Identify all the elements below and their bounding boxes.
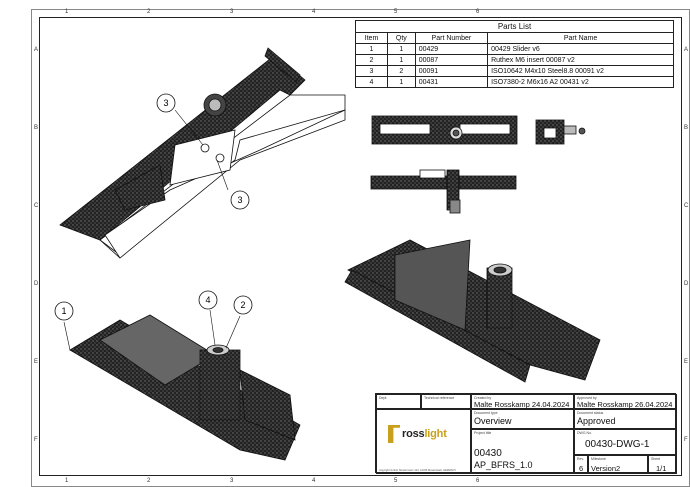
dwg-no-cell: DWG No. 00430-DWG-1 [574,429,677,455]
copyright-text: copyright GmbH, Mustermann 123, 12345 Mu… [379,469,457,472]
zone-right-a: A [684,47,689,53]
cell-part-name: ISO7380-2 M6x16 A2 00431 v2 [487,76,674,88]
doc-status-label: Document status [577,411,604,415]
dwg-no-label: DWG No. [577,431,592,435]
balloon-2-leader [225,315,241,349]
zone-top-2: 2 [147,9,151,15]
doc-type-cell: Document type Overview [471,409,574,429]
rev-label: Rev. [577,457,584,461]
front-view [370,169,517,214]
sheet-value: 1/1 [656,464,667,473]
title-block: Dept. Technical reference Created by Mal… [375,393,677,474]
zone-bottom-4: 4 [312,478,316,484]
doc-type-value: Overview [474,416,512,426]
company-logo: rosslight [388,425,447,443]
iso-view-top-left [59,47,346,259]
zone-bottom-3: 3 [230,478,234,484]
doc-status-cell: Document status Approved [574,409,677,429]
dept-cell: Dept. [376,394,421,409]
zone-top-5: 5 [394,9,398,15]
milestone-label: Milestone [591,457,606,461]
approved-by-label: Approved by [577,396,597,400]
dept-label: Dept. [379,396,388,400]
approved-by-value: Malte Rosskamp 26.04.2024 [577,400,673,409]
zone-left-c: C [34,203,39,209]
balloon-3b-leader [216,159,229,191]
dwg-no-value: 00430-DWG-1 [585,439,650,450]
created-by-value: Malte Rosskamp 24.04.2024 [474,400,570,409]
balloon-1-leader [63,321,71,351]
sheet-cell: Sheet 1/1 [648,455,677,474]
doc-status-value: Approved [577,416,616,426]
created-by-cell: Created by Malte Rosskamp 24.04.2024 [471,394,574,409]
parts-list-table: Parts List Item Qty Part Number Part Nam… [355,20,674,88]
milestone-cell: Milestone Version2 [588,455,648,474]
iso-view-right [344,239,601,383]
table-row: 3 2 00091 ISO10642 M4x10 Steel8.8 00091 … [355,65,674,77]
table-row: 4 1 00431 ISO7380-2 M6x16 A2 00431 v2 [355,76,674,88]
balloon-2 [233,295,253,315]
logo-text-a: ross [402,428,425,440]
zone-left-e: E [34,359,39,365]
balloon-3a-label: 3 [163,98,168,108]
zone-left-b: B [34,125,39,131]
sheet-label: Sheet [651,457,661,461]
logo-text: rosslight [402,428,447,440]
zone-right-d: D [684,281,689,287]
zone-bottom-1: 1 [65,478,69,484]
zone-bottom-5: 5 [394,478,398,484]
logo-text-b: light [424,428,447,440]
zone-right-f: F [684,437,688,443]
cell-item: 4 [355,76,388,88]
side-view-top [371,115,518,145]
balloon-4-label: 4 [205,295,210,305]
balloon-3b [230,190,250,210]
balloon-4-leader [209,309,216,346]
end-view [535,119,586,145]
iso-view-bottom-left [69,314,301,461]
tech-ref-cell: Technical reference [421,394,471,409]
zone-bottom-2: 2 [147,478,151,484]
zone-top-6: 6 [476,9,480,15]
doc-type-label: Document type [474,411,498,415]
balloon-2-label: 2 [240,300,245,310]
cell-part-number: 00431 [414,76,489,88]
zone-left-f: F [34,437,38,443]
project-value: 00430 [474,448,502,459]
milestone-value: Version2 [591,464,621,473]
project-sub-value: AP_BFRS_1.0 [474,460,533,470]
balloon-4 [198,290,218,310]
tech-ref-label: Technical reference [424,396,455,400]
zone-right-e: E [684,359,689,365]
approved-by-cell: Approved by Malte Rosskamp 26.04.2024 [574,394,677,409]
rev-cell: Rev. 6 [574,455,588,474]
balloon-3a-leader [174,109,204,146]
rev-value: 6 [579,464,584,473]
zone-left-d: D [34,281,39,287]
zone-top-1: 1 [65,9,69,15]
zone-left-a: A [34,47,39,53]
balloon-1 [54,301,74,321]
project-cell: Project title 00430 AP_BFRS_1.0 [471,429,574,474]
balloon-1-label: 1 [61,306,66,316]
zone-right-c: C [684,203,689,209]
zone-top-4: 4 [312,9,316,15]
logo-mark-icon [388,425,400,443]
zone-bottom-6: 6 [476,478,480,484]
zone-right-b: B [684,125,689,131]
zone-top-3: 3 [230,9,234,15]
parts-list-title: Parts List [355,20,674,32]
balloon-3a [156,93,176,113]
table-row: 1 1 00429 00429 Slider v6 [355,43,674,55]
drawing-frame [39,17,682,476]
created-by-label: Created by [474,396,492,400]
balloon-3b-label: 3 [237,195,242,205]
logo-cell: copyright GmbH, Mustermann 123, 12345 Mu… [376,409,471,474]
project-label: Project title [474,431,492,435]
